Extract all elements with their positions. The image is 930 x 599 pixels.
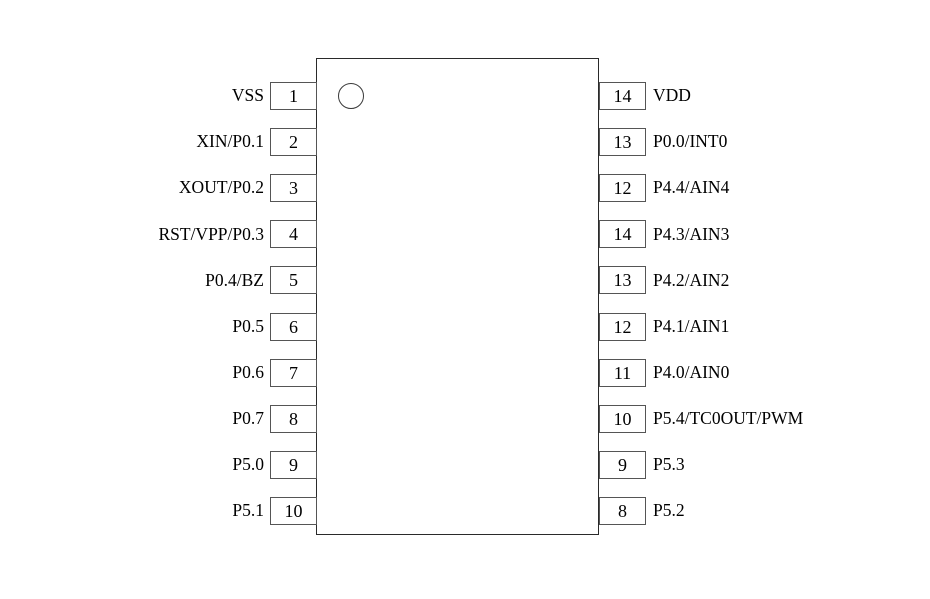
pin-row[interactable]: 14 P4.3/AIN3 xyxy=(599,220,730,249)
pin-number-box: 8 xyxy=(270,404,317,433)
pin-number-box: 9 xyxy=(270,450,317,479)
pin-row[interactable]: 12 P4.4/AIN4 xyxy=(599,174,730,203)
pin-number-box: 9 xyxy=(599,450,646,479)
pin-number-box: 8 xyxy=(599,496,646,525)
pin-number-box: 2 xyxy=(270,128,317,157)
pin-row[interactable]: RST/VPP/P0.3 4 xyxy=(158,220,317,249)
pin-row[interactable]: 8 P5.2 xyxy=(599,496,685,525)
pin-signal-label: P0.7 xyxy=(232,407,264,428)
pin-number-box: 6 xyxy=(270,312,317,341)
pin-signal-label: P4.3/AIN3 xyxy=(653,223,730,244)
pin-signal-label: P5.4/TC0OUT/PWM xyxy=(653,407,804,428)
pin-number-box: 3 xyxy=(270,174,317,203)
pin-row[interactable]: 11 P4.0/AIN0 xyxy=(599,358,730,387)
pin-number-box: 10 xyxy=(599,404,646,433)
pin-signal-label: P5.3 xyxy=(653,454,685,475)
pin-signal-label: VDD xyxy=(653,85,691,106)
pin-number-box: 5 xyxy=(270,266,317,295)
pin-row[interactable]: P5.0 9 xyxy=(232,450,317,479)
pin-number-box: 7 xyxy=(270,358,317,387)
pin-signal-label: P5.2 xyxy=(653,500,685,521)
pin-signal-label: P0.0/INT0 xyxy=(653,131,728,152)
pin-signal-label: P4.1/AIN1 xyxy=(653,315,730,336)
pin-signal-label: P4.0/AIN0 xyxy=(653,361,730,382)
chip-body-outline xyxy=(316,58,599,535)
pin-signal-label: XIN/P0.1 xyxy=(196,131,264,152)
pin-number-box: 12 xyxy=(599,174,646,203)
pin-row[interactable]: XIN/P0.1 2 xyxy=(196,128,317,157)
pin-row[interactable]: P0.5 6 xyxy=(232,312,317,341)
pin-row[interactable]: P0.4/BZ 5 xyxy=(205,266,317,295)
pin-row[interactable]: P0.6 7 xyxy=(232,358,317,387)
pin-number-box: 1 xyxy=(270,82,317,110)
pin-signal-label: P0.6 xyxy=(232,361,264,382)
pin-signal-label: RST/VPP/P0.3 xyxy=(158,223,264,244)
pin-row[interactable]: VSS 1 xyxy=(232,82,317,110)
pin-number-box: 4 xyxy=(270,220,317,249)
pin-number-box: 13 xyxy=(599,128,646,157)
pin-row[interactable]: 13 P0.0/INT0 xyxy=(599,128,728,157)
pin-number-box: 11 xyxy=(599,358,646,387)
pin-signal-label: P0.4/BZ xyxy=(205,269,264,290)
pin-signal-label: P5.1 xyxy=(232,500,264,521)
pin-signal-label: P4.2/AIN2 xyxy=(653,269,730,290)
pin-signal-label: XOUT/P0.2 xyxy=(178,177,264,198)
pin-row[interactable]: 14 VDD xyxy=(599,82,691,110)
pin-signal-label: VSS xyxy=(231,85,264,106)
pin-row[interactable]: P0.7 8 xyxy=(232,404,317,433)
pin-number-box: 12 xyxy=(599,312,646,341)
pin-row[interactable]: XOUT/P0.2 3 xyxy=(178,174,317,203)
pin1-circle-marker xyxy=(338,83,364,109)
pin-number-box: 13 xyxy=(599,266,646,295)
pin-row[interactable]: 10 P5.4/TC0OUT/PWM xyxy=(599,404,804,433)
pin-row[interactable]: 9 P5.3 xyxy=(599,450,685,479)
pin-number-box: 14 xyxy=(599,82,646,110)
pin-number-box: 10 xyxy=(270,496,317,525)
pin-signal-label: P0.5 xyxy=(232,315,264,336)
pin-number-box: 14 xyxy=(599,220,646,249)
pin-signal-label: P5.0 xyxy=(232,454,264,475)
pin-row[interactable]: P5.1 10 xyxy=(232,496,317,525)
pin-row[interactable]: 13 P4.2/AIN2 xyxy=(599,266,730,295)
pin-row[interactable]: 12 P4.1/AIN1 xyxy=(599,312,730,341)
pin-signal-label: P4.4/AIN4 xyxy=(653,177,730,198)
